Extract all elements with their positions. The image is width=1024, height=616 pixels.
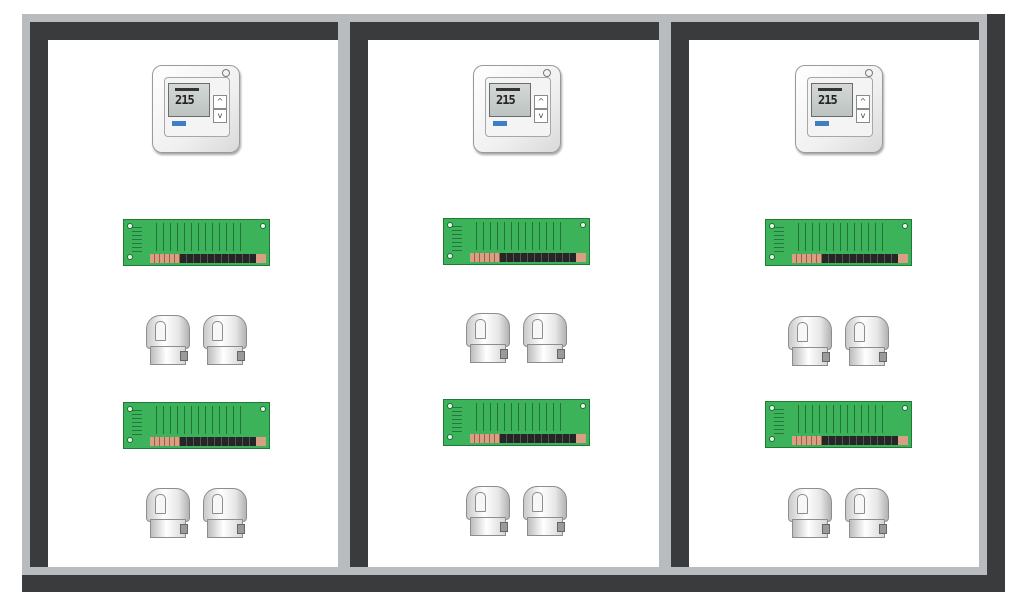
- actuator-icon: [788, 488, 832, 538]
- terminal-board-icon: [123, 402, 270, 449]
- actuator-icon: [466, 486, 510, 536]
- wall-shadow: [987, 14, 1005, 586]
- room-divider: [338, 22, 350, 567]
- thermostat-temperature: 215: [175, 93, 195, 107]
- actuator-icon: [845, 316, 889, 366]
- terminal-board-icon: [123, 219, 270, 266]
- wall: [22, 14, 987, 22]
- thermostat-temperature: 215: [496, 93, 516, 107]
- actuator-icon: [203, 488, 247, 538]
- actuator-icon: [203, 315, 247, 365]
- actuator-icon: [466, 313, 510, 363]
- actuator-icon: [523, 486, 567, 536]
- actuator-icon: [146, 488, 190, 538]
- room-divider: [659, 22, 671, 567]
- actuator-icon: [523, 313, 567, 363]
- actuator-icon: [845, 488, 889, 538]
- terminal-board-icon: [443, 218, 590, 265]
- terminal-board-icon: [443, 399, 590, 446]
- thermostat-icon: 215 ^v: [152, 65, 240, 153]
- wall: [979, 14, 987, 567]
- thermostat-icon: 215 ^v: [795, 65, 883, 153]
- actuator-icon: [788, 316, 832, 366]
- terminal-board-icon: [765, 401, 912, 448]
- terminal-board-icon: [765, 219, 912, 266]
- thermostat-icon: 215 ^v: [473, 65, 561, 153]
- wall: [22, 14, 30, 575]
- actuator-icon: [146, 315, 190, 365]
- thermostat-temperature: 215: [818, 93, 838, 107]
- wall: [22, 567, 987, 575]
